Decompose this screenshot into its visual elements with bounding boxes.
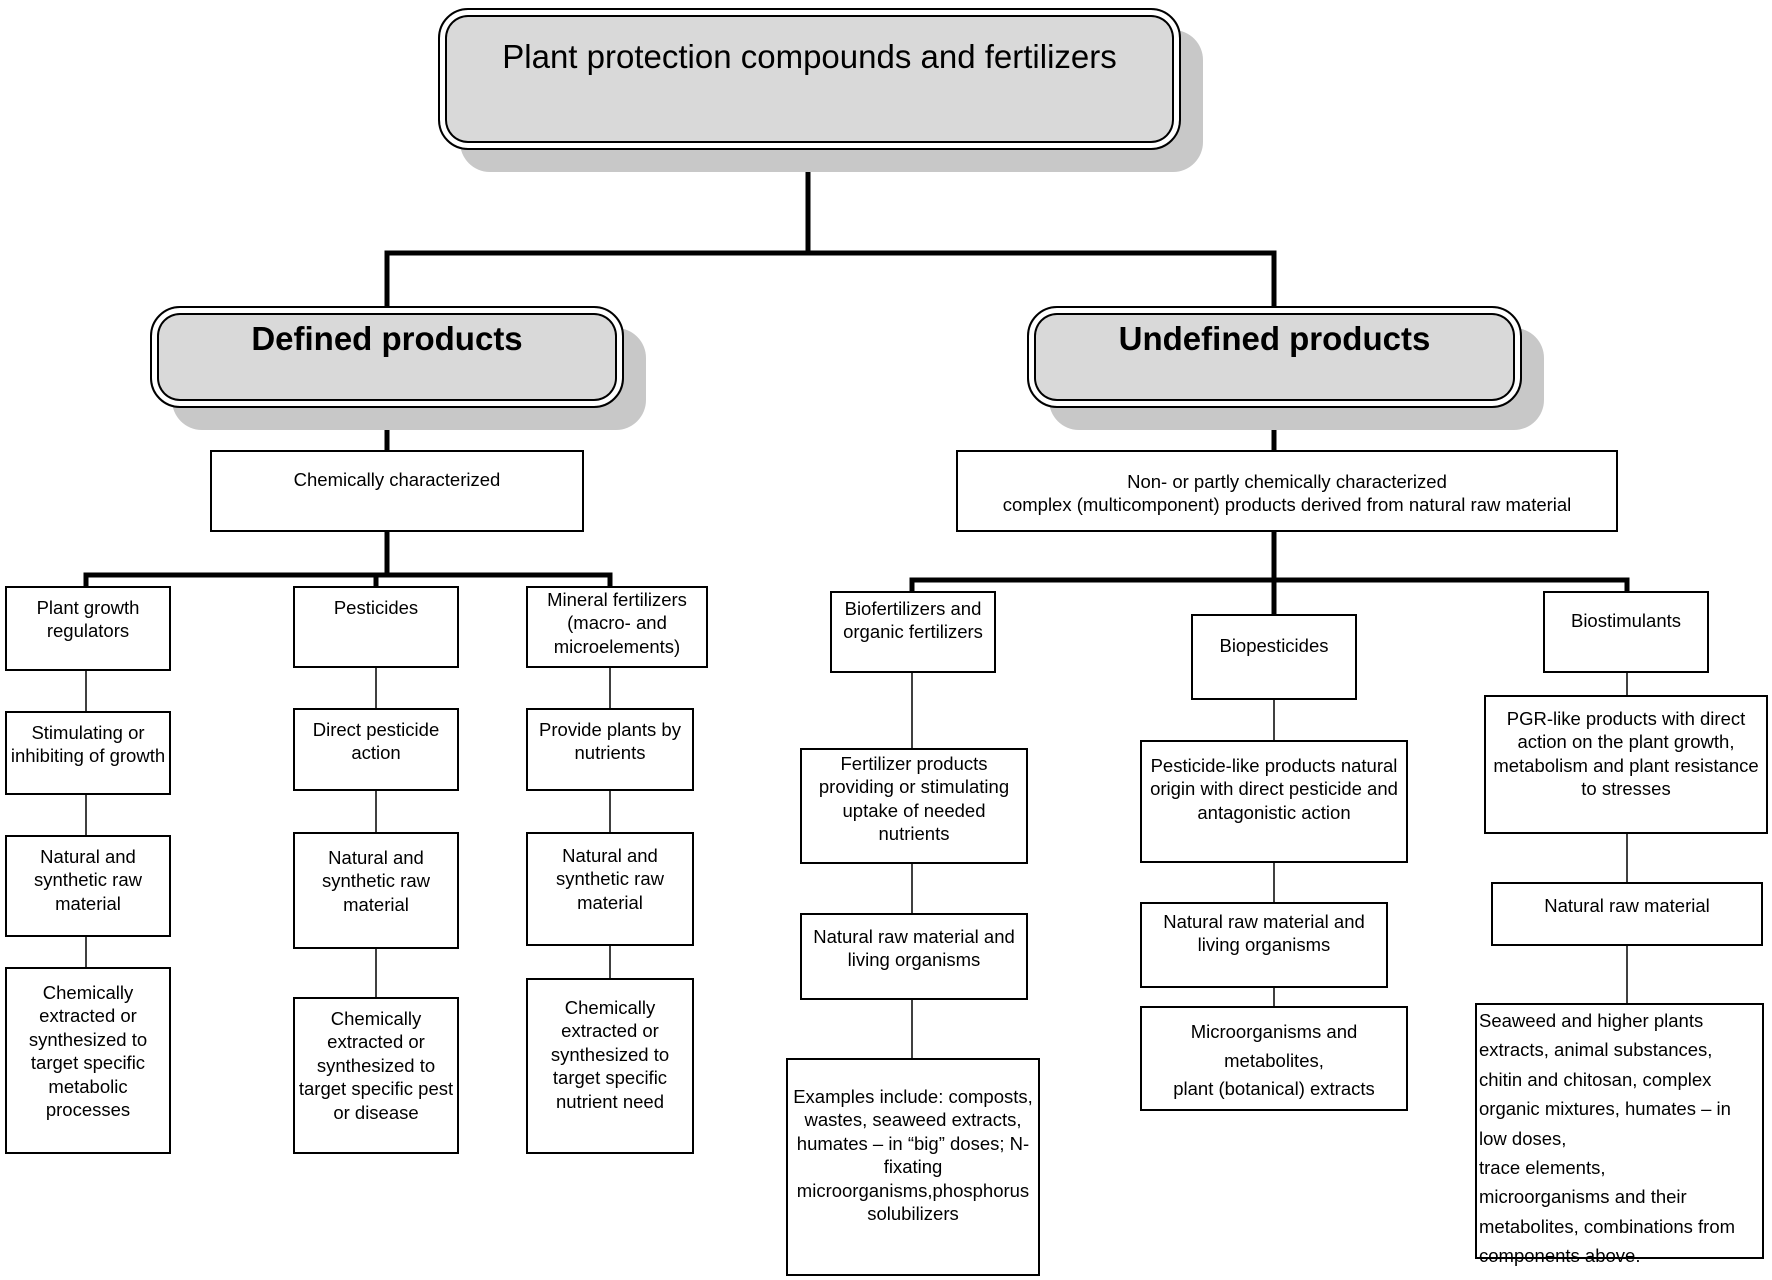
defined-products-title: Defined products [251,320,523,357]
biofertilizers-examples-text: Examples include: composts, wastes, seaw… [793,1086,1033,1225]
pesticides-target-box: Chemically extracted or synthesized to t… [293,997,459,1154]
biopesticides-material-text: Natural raw material and living organism… [1163,911,1365,956]
biostimulants-examples-box: Seaweed and higher plants extracts, anim… [1475,1003,1764,1266]
root-node: Plant protection compounds and fertilize… [438,8,1181,150]
biostimulants-action-text: PGR-like products with direct action on … [1493,708,1759,800]
biostimulants-action-box: PGR-like products with direct action on … [1484,695,1768,834]
biofertilizers-box: Biofertilizers and organic fertilizers [830,591,996,673]
biofertilizers-examples-box: Examples include: composts, wastes, seaw… [786,1058,1040,1276]
biopesticides-material-box: Natural raw material and living organism… [1140,902,1388,988]
undefined-characterization-text: Non- or partly chemically characterized … [1002,471,1572,516]
mineral-action-box: Provide plants by nutrients [526,708,694,791]
biostimulants-material-box: Natural raw material [1491,882,1763,946]
pesticides-target-text: Chemically extracted or synthesized to t… [298,1008,454,1123]
pesticides-action-box: Direct pesticide action [293,708,459,791]
undefined-products-title: Undefined products [1118,320,1431,357]
biofertilizers-material-text: Natural raw material and living organism… [813,926,1015,971]
mineral-target-text: Chemically extracted or synthesized to t… [550,997,670,1112]
biofertilizers-title: Biofertilizers and organic fertilizers [843,598,983,643]
pgr-material-text: Natural and synthetic raw material [34,846,142,914]
biopesticides-action-text: Pesticide-like products natural origin w… [1150,755,1398,823]
pgr-target-text: Chemically extracted or synthesized to t… [28,982,148,1121]
connector-root-branches [384,150,811,306]
connector-root-undefined [808,250,1277,306]
undefined-characterization-box: Non- or partly chemically characterized … [956,450,1618,532]
mineral-fertilizers-box: Mineral fertilizers (macro- and microele… [526,586,708,668]
pesticides-material-box: Natural and synthetic raw material [293,832,459,949]
biostimulants-title: Biostimulants [1570,610,1681,631]
pgr-action-box: Stimulating or inhibiting of growth [5,711,171,795]
pesticides-title: Pesticides [333,597,419,618]
biostimulants-material-text: Natural raw material [1544,895,1710,916]
pgr-material-box: Natural and synthetic raw material [5,835,171,937]
pesticides-box: Pesticides [293,586,459,668]
biostimulants-box: Biostimulants [1543,591,1709,673]
mineral-target-box: Chemically extracted or synthesized to t… [526,978,694,1154]
defined-products-node: Defined products [150,306,624,408]
mineral-material-text: Natural and synthetic raw material [556,845,664,913]
pesticides-material-text: Natural and synthetic raw material [322,847,430,915]
plant-growth-regulators-box: Plant growth regulators [5,586,171,671]
biopesticides-box: Biopesticides [1191,614,1357,700]
pesticides-action-text: Direct pesticide action [312,719,440,764]
biostimulants-examples-text: Seaweed and higher plants extracts, anim… [1479,1010,1736,1267]
biofertilizers-action-text: Fertilizer products providing or stimula… [818,753,1010,845]
mineral-action-text: Provide plants by nutrients [539,719,681,764]
defined-characterization-box: Chemically characterized [210,450,584,532]
biofertilizers-material-box: Natural raw material and living organism… [800,913,1028,1000]
pgr-action-text: Stimulating or inhibiting of growth [10,722,166,767]
connector-defined-bar [83,572,613,586]
biopesticides-title: Biopesticides [1219,635,1329,656]
pgr-target-box: Chemically extracted or synthesized to t… [5,967,171,1154]
biofertilizers-action-box: Fertilizer products providing or stimula… [800,748,1028,864]
mineral-fertilizers-title: Mineral fertilizers (macro- and microele… [547,589,687,657]
connector-undefined-bar [909,577,1630,591]
undefined-products-node: Undefined products [1027,306,1522,408]
biopesticides-action-box: Pesticide-like products natural origin w… [1140,740,1408,863]
plant-growth-regulators-title: Plant growth regulators [36,597,140,642]
biopesticides-examples-text: Microorganisms and metabolites, plant (b… [1173,1021,1375,1100]
mineral-material-box: Natural and synthetic raw material [526,832,694,946]
root-title: Plant protection compounds and fertilize… [502,38,1117,75]
defined-characterization-text: Chemically characterized [293,469,501,490]
biopesticides-examples-box: Microorganisms and metabolites, plant (b… [1140,1006,1408,1111]
